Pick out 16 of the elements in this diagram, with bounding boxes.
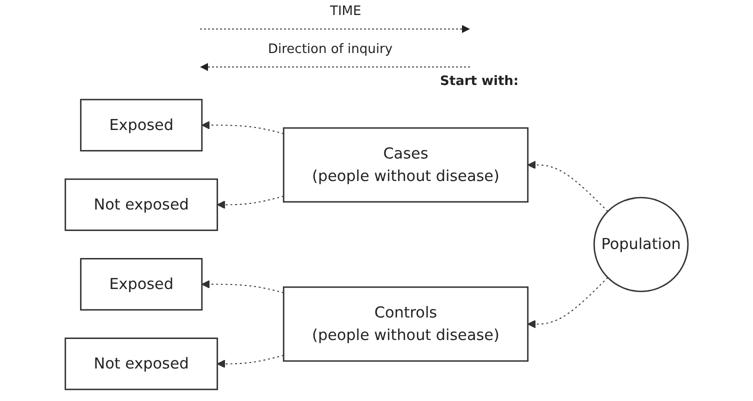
node-circle: Population [593, 196, 689, 292]
node-box: Exposed [80, 98, 202, 152]
arrow [201, 280, 284, 294]
node-box: Not exposed [64, 338, 218, 390]
axis-label: Direction of inquiry [268, 42, 393, 57]
arrow [201, 120, 284, 134]
heading-label: Start with: [440, 74, 519, 89]
node-box: Controls (people without disease) [282, 286, 528, 362]
arrow [527, 277, 608, 328]
node-box: Cases (people without disease) [282, 127, 528, 203]
axis-label: TIME [330, 4, 362, 19]
arrow [216, 196, 284, 209]
arrow [527, 160, 608, 212]
node-box: Exposed [80, 258, 202, 311]
arrow [216, 354, 284, 368]
node-box: Not exposed [64, 178, 218, 231]
